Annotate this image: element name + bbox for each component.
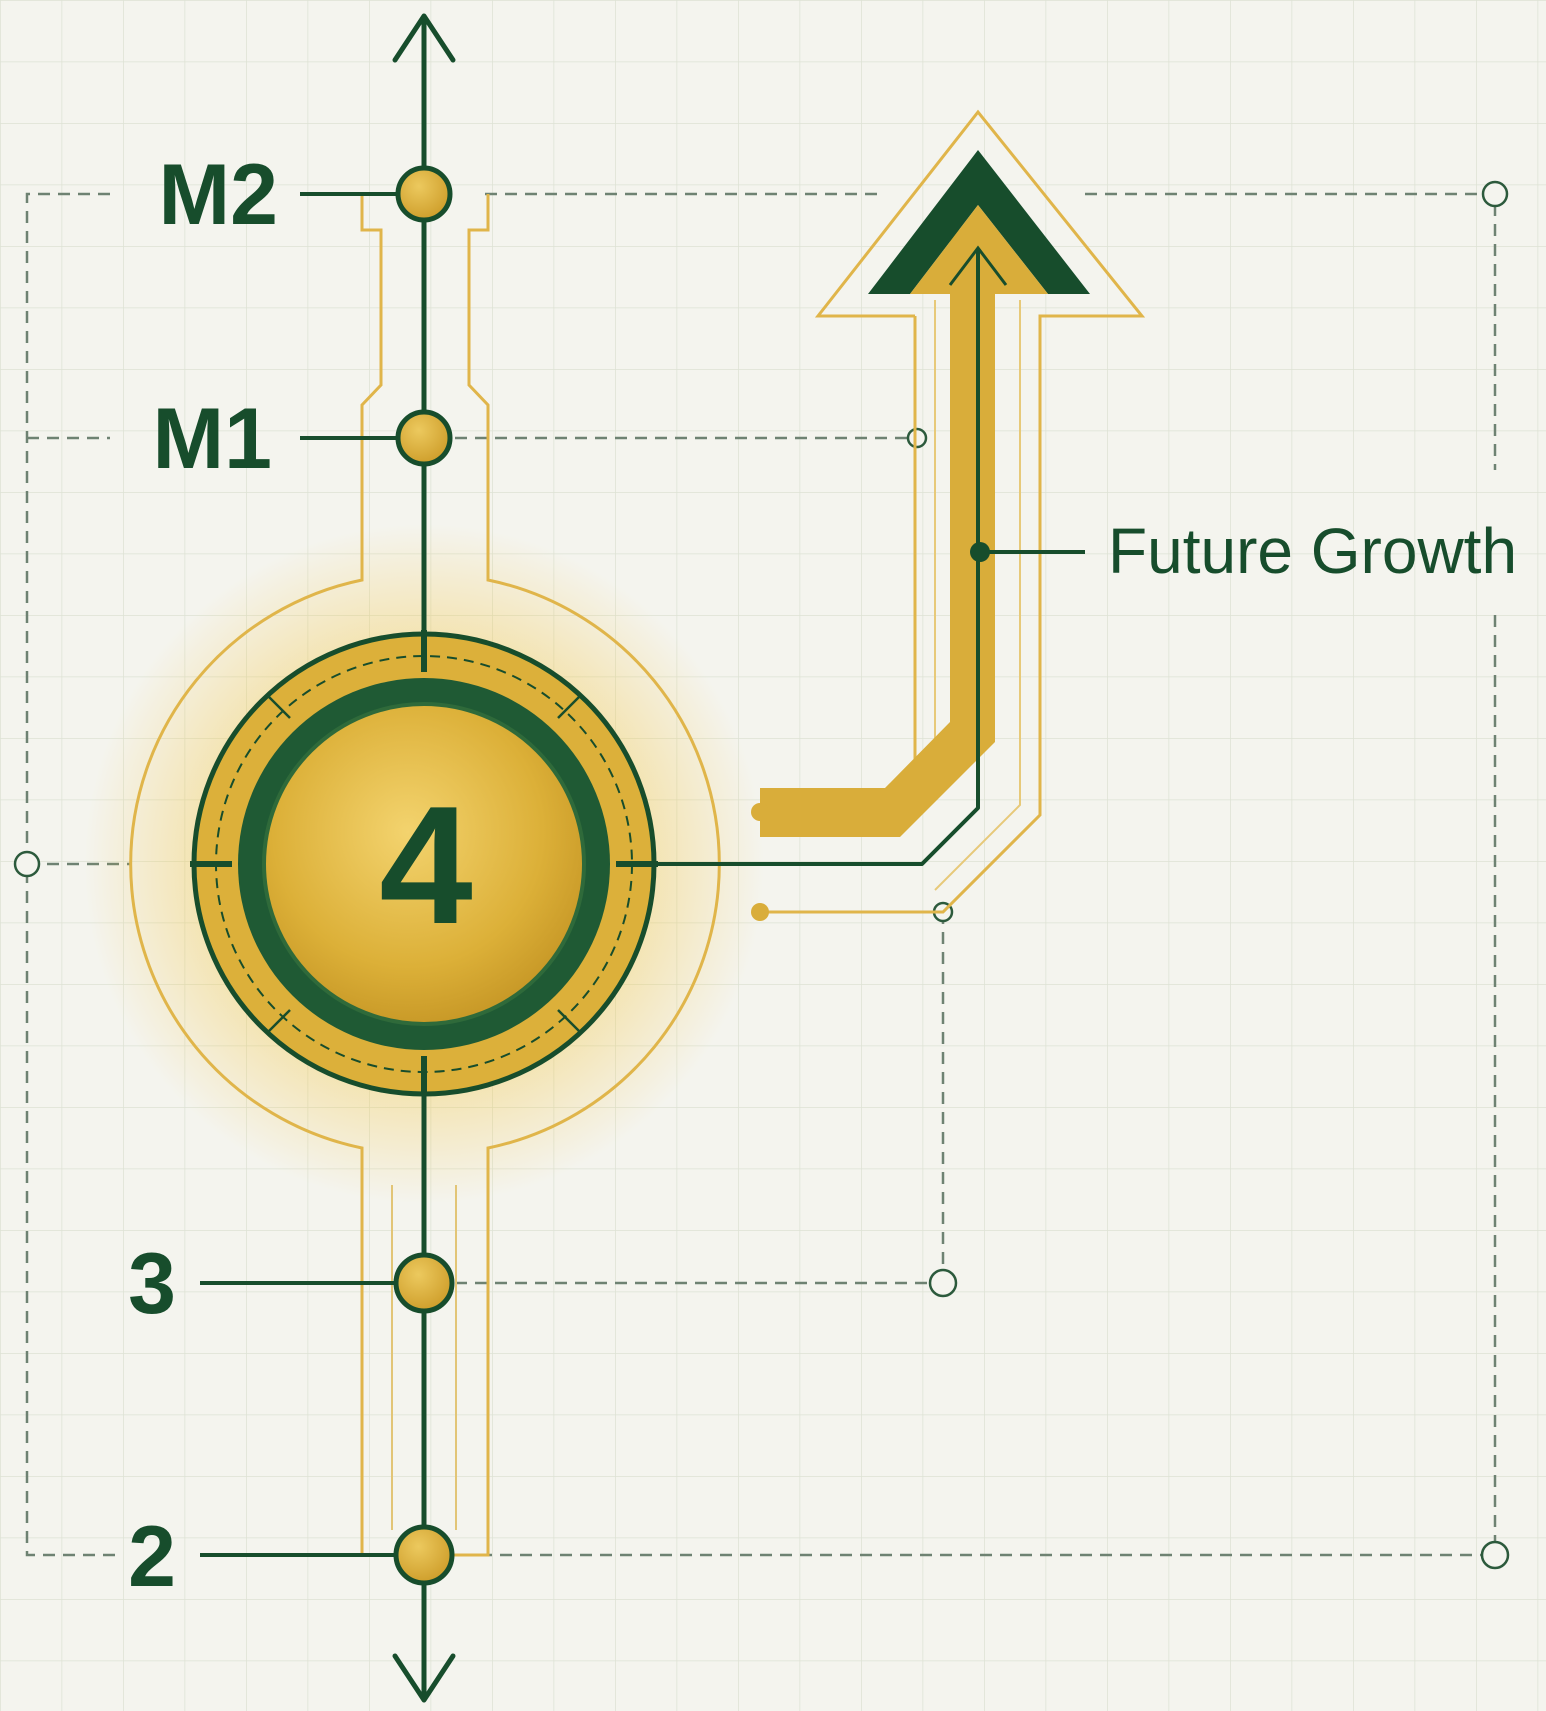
arrowhead-down-icon xyxy=(392,1653,456,1703)
hub-core xyxy=(262,702,586,1026)
growth-arrow-tip-icon xyxy=(948,245,1008,286)
growth-arrow-band xyxy=(760,260,995,837)
level-markers xyxy=(393,165,455,1586)
growth-arrow xyxy=(655,109,1146,921)
label-m1: M1 xyxy=(153,391,272,487)
endpoint-three xyxy=(928,1268,958,1298)
marker-m2 xyxy=(395,165,453,223)
label-connectors xyxy=(200,192,405,1557)
endpoint-left xyxy=(13,850,41,878)
growth-arrow-line xyxy=(655,250,980,866)
label-future-growth: Future Growth xyxy=(1108,515,1517,587)
hub-ring-segments xyxy=(267,695,581,1033)
endpoint-bottom-right xyxy=(1480,1540,1510,1570)
label-three: 3 xyxy=(128,1236,176,1332)
hub-ring-ticks xyxy=(190,630,658,1096)
hub-value: 4 xyxy=(379,771,472,959)
marker-three xyxy=(393,1252,455,1314)
growth-arrowhead-icon xyxy=(868,150,1090,294)
label-m2: M2 xyxy=(159,147,278,243)
marker-m1 xyxy=(395,409,453,467)
endpoint-m1 xyxy=(906,427,928,449)
endpoint-top-right xyxy=(1481,180,1509,208)
future-growth-dot xyxy=(970,542,990,562)
central-hub: 4 xyxy=(190,630,658,1097)
arrowhead-up-icon xyxy=(392,13,456,63)
marker-two xyxy=(393,1524,455,1586)
label-two: 2 xyxy=(128,1509,176,1605)
entry-dot-top xyxy=(751,803,769,821)
entry-dot-bottom xyxy=(751,903,769,921)
